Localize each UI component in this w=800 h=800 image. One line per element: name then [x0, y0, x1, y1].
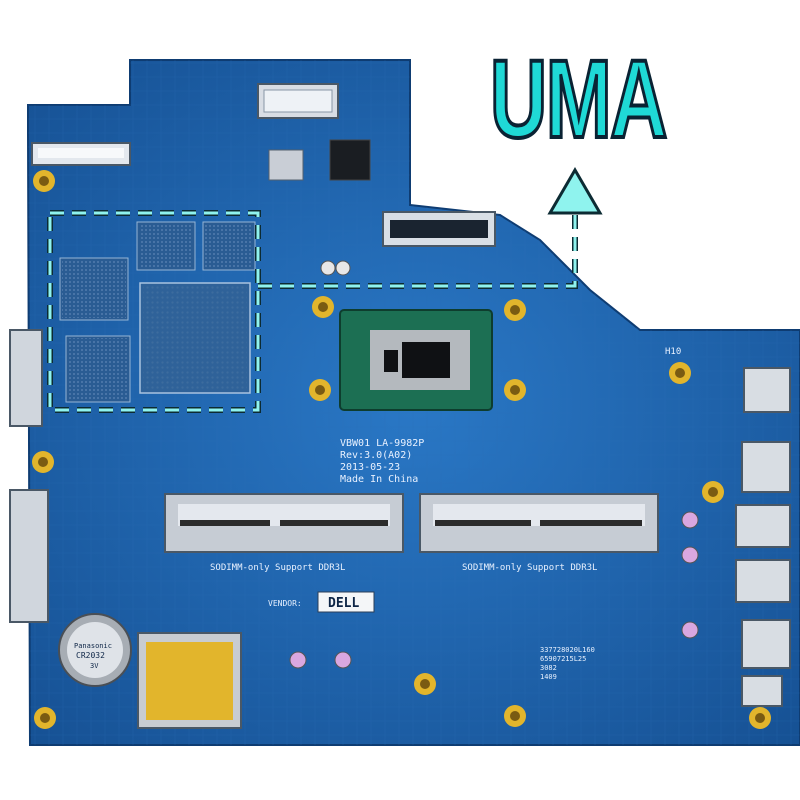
mounting-holes — [32, 170, 771, 729]
battery-brand: Panasonic — [74, 642, 112, 650]
sodimm-slot-left: SODIMM-only Support DDR3L — [164, 493, 404, 573]
board-silkscreen: VBW01 LA-9982P Rev:3.0(A02) 2013-05-23 M… — [340, 438, 424, 485]
board-date: 2013-05-23 — [340, 462, 400, 473]
capacitors — [289, 260, 699, 669]
uma-callout-label: UMA — [489, 38, 669, 161]
sodimm-right-label: SODIMM-only Support DDR3L — [462, 563, 597, 573]
serial-line-1: 337728020L160 — [540, 646, 595, 654]
serial-line-4: 1409 — [540, 673, 557, 681]
left-connectors — [9, 329, 49, 623]
up-arrow-icon — [547, 167, 603, 215]
serial-line-3: 3082 — [540, 664, 557, 672]
board-revision: Rev:3.0(A02) — [340, 450, 412, 461]
right-ports: H10 — [665, 347, 791, 707]
top-connectors — [31, 83, 496, 247]
card-reader — [137, 632, 242, 729]
dell-logo: DELL — [328, 596, 359, 611]
battery-model: CR2032 — [76, 651, 105, 660]
uma-highlight-inner — [48, 210, 577, 412]
sodimm-left-label: SODIMM-only Support DDR3L — [210, 563, 345, 573]
board-model: VBW01 LA-9982P — [340, 438, 424, 449]
cpu-chip — [339, 309, 493, 411]
vendor-label: VENDOR: — [268, 599, 302, 608]
gpu-footprint — [139, 282, 251, 394]
h10-label: H10 — [665, 347, 681, 357]
cmos-battery: Panasonic CR2032 3V — [58, 613, 132, 687]
serial-block: 337728020L160 65907215L25 3082 1409 — [540, 646, 595, 681]
board-origin: Made In China — [340, 474, 418, 485]
sodimm-slot-right: SODIMM-only Support DDR3L — [419, 493, 659, 573]
memory-chips — [59, 221, 256, 403]
serial-line-2: 65907215L25 — [540, 655, 586, 663]
battery-voltage: 3V — [90, 662, 99, 670]
